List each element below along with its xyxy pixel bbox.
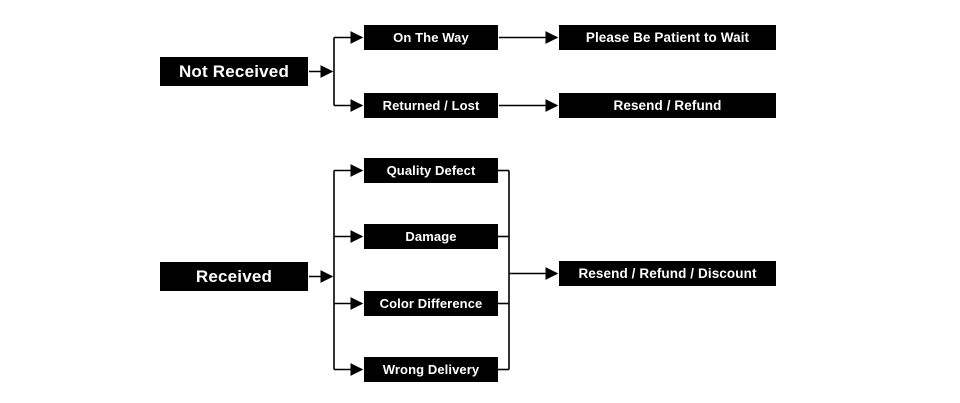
node-label: Resend / Refund / Discount (578, 265, 757, 281)
node-resend-refund-discount[interactable]: Resend / Refund / Discount (559, 261, 776, 286)
node-label: Damage (405, 229, 457, 244)
node-label: Received (195, 267, 273, 286)
node-not-received[interactable]: Not Received (160, 57, 308, 86)
node-label: Not Received (178, 62, 290, 81)
node-quality-defect[interactable]: Quality Defect (364, 158, 498, 183)
node-please-be-patient-to-wait[interactable]: Please Be Patient to Wait (559, 25, 776, 50)
connector-merge-trunk (498, 169, 510, 371)
node-label: Quality Defect (386, 163, 476, 178)
node-label: Color Difference (379, 296, 483, 311)
node-label: Returned / Lost (382, 98, 480, 113)
node-label: Wrong Delivery (382, 362, 480, 377)
node-label: On The Way (393, 30, 469, 45)
node-damage[interactable]: Damage (364, 224, 498, 249)
node-returned-lost[interactable]: Returned / Lost (364, 93, 498, 118)
node-on-the-way[interactable]: On The Way (364, 25, 498, 50)
node-resend-refund[interactable]: Resend / Refund (559, 93, 776, 118)
node-label: Resend / Refund (613, 97, 722, 113)
node-received[interactable]: Received (160, 262, 308, 291)
node-label: Please Be Patient to Wait (585, 29, 750, 45)
node-color-difference[interactable]: Color Difference (364, 291, 498, 316)
node-wrong-delivery[interactable]: Wrong Delivery (364, 357, 498, 382)
